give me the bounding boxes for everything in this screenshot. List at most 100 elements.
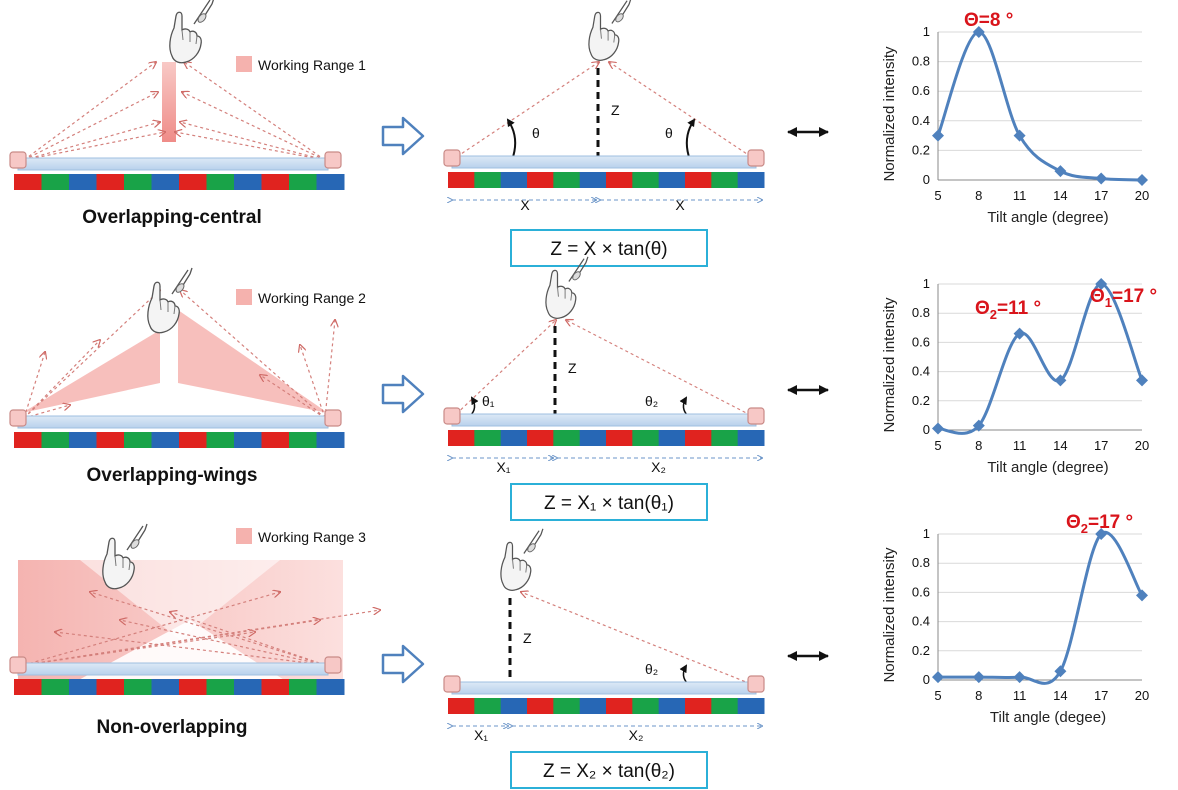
angle-label-right: θ₂: [645, 661, 658, 677]
pixel-cell: [14, 432, 42, 448]
pixel-cell: [124, 432, 152, 448]
x-tick-label: 17: [1094, 688, 1108, 703]
x-tick-label: 8: [975, 688, 982, 703]
pixel-cell: [474, 172, 502, 188]
x-tick-label: 14: [1053, 188, 1067, 203]
data-point-marker: [932, 422, 944, 435]
y-tick-label: 0.6: [912, 334, 930, 349]
peak-symbol: Θ: [975, 298, 990, 319]
x-left-label: X₁: [496, 459, 510, 475]
pixel-cell: [553, 430, 581, 446]
light-ray-arrow: [175, 132, 326, 161]
pixel-cell: [527, 172, 554, 188]
series-line: [936, 30, 1143, 182]
y-axis-label: Normalized intensity: [881, 547, 898, 683]
pixel-cell: [474, 698, 502, 714]
light-ray-arrow: [90, 592, 326, 666]
sensor-panel: [17, 415, 329, 429]
light-ray-arrow: [566, 320, 757, 419]
x-tick-label: 11: [1013, 438, 1027, 453]
y-tick-label: 0: [923, 172, 930, 187]
y-axis-label: Normalized intensity: [881, 46, 898, 182]
data-point-marker: [1013, 327, 1026, 340]
pixel-cell: [685, 430, 712, 446]
pixel-cell: [606, 430, 633, 446]
angle-arc-left: [506, 118, 517, 161]
legend-swatch: [236, 528, 252, 544]
pixel-cell: [234, 174, 262, 190]
light-ray-arrow: [609, 62, 757, 161]
height-label: Z: [568, 360, 577, 376]
y-tick-label: 1: [923, 24, 930, 39]
x-tick-label: 11: [1013, 688, 1027, 703]
light-ray-arrow: [23, 592, 280, 666]
pixel-cell: [527, 430, 554, 446]
light-ray-arrow: [120, 620, 326, 666]
pixel-cell: [289, 679, 317, 695]
pixel-cell: [14, 174, 42, 190]
y-tick-label: 0.2: [912, 643, 930, 658]
emitter-right-icon: [747, 407, 765, 425]
x-right-label: X: [675, 197, 685, 213]
angle-label-right: θ₂: [645, 393, 658, 409]
light-ray-arrow: [23, 122, 160, 161]
pixel-cell: [500, 172, 528, 188]
pixel-cell: [206, 174, 235, 190]
y-tick-label: 0.8: [912, 54, 930, 69]
pixel-cell: [206, 432, 235, 448]
x-tick-label: 20: [1135, 188, 1149, 203]
pixel-strip: [448, 698, 765, 714]
y-tick-label: 0.8: [912, 555, 930, 570]
light-ray-arrow: [180, 290, 326, 419]
pixel-cell: [14, 679, 42, 695]
peak-value: =11 °: [997, 298, 1041, 319]
pixel-cell: [151, 174, 180, 190]
hand-icon: [500, 528, 544, 591]
pixel-cell: [500, 430, 528, 446]
sensor-panel: [451, 413, 757, 427]
pixel-cell: [234, 679, 262, 695]
x-tick-label: 5: [934, 188, 941, 203]
series-line: [938, 530, 1144, 685]
pixel-cell: [448, 430, 475, 446]
pixel-cell: [69, 679, 97, 695]
peak-annotation: Θ2=17 °: [1066, 512, 1133, 536]
legend-swatch: [236, 56, 252, 72]
height-label: Z: [523, 630, 532, 646]
pixel-cell: [261, 174, 290, 190]
config-label: Non-overlapping: [97, 717, 248, 738]
data-point-marker: [1054, 374, 1067, 387]
pixel-cell: [632, 698, 660, 714]
y-tick-label: 1: [923, 276, 930, 291]
pixel-cell: [711, 430, 739, 446]
pixel-strip: [448, 430, 765, 446]
data-point-marker: [972, 671, 985, 684]
working-range-region: [162, 62, 176, 142]
emitter-right-icon: [747, 675, 765, 693]
emitter-left-icon: [443, 149, 461, 167]
pixel-cell: [69, 174, 97, 190]
x-axis-label: Tilt angle (degree): [987, 459, 1108, 476]
peak-value: =17 °: [1112, 286, 1157, 307]
x-axis-label: Tilt angle (degree): [987, 209, 1108, 226]
pixel-cell: [234, 432, 262, 448]
pixel-strip: [14, 174, 345, 190]
pixel-cell: [658, 172, 686, 188]
peak-subscript: 1: [1105, 295, 1112, 310]
y-tick-label: 0.6: [912, 584, 930, 599]
pixel-cell: [448, 172, 475, 188]
height-label: Z: [611, 102, 620, 118]
peak-annotation: Θ=8 °: [964, 10, 1013, 31]
peak-subscript: 2: [990, 307, 997, 322]
x-right-label: X₂: [651, 459, 666, 475]
pixel-cell: [41, 432, 70, 448]
x-tick-label: 8: [975, 438, 982, 453]
data-point-marker: [1095, 278, 1108, 290]
x-tick-label: 14: [1053, 688, 1067, 703]
light-ray-arrow: [23, 290, 160, 419]
pixel-cell: [96, 174, 125, 190]
emitter-left-icon: [443, 675, 461, 693]
